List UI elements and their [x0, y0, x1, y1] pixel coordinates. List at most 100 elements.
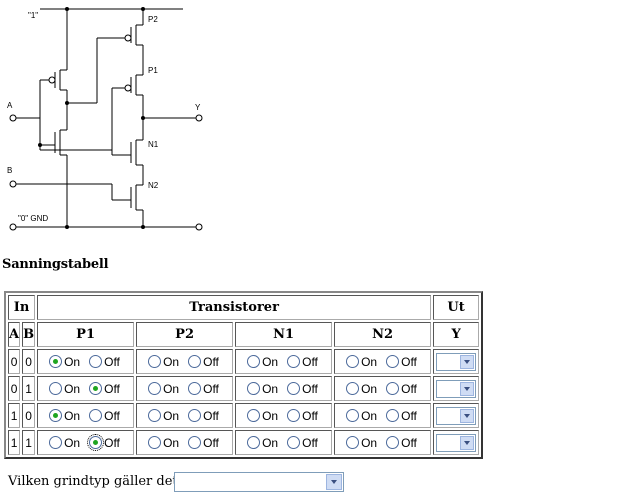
off-label: Off [104, 354, 120, 369]
output-y-cell [433, 349, 480, 374]
off-label: Off [104, 435, 120, 450]
input-b-label: B [7, 166, 12, 175]
on-radio[interactable] [49, 436, 63, 449]
transistor-state-p1: On Off [37, 403, 135, 428]
chevron-down-icon [460, 381, 475, 396]
transistor-state-n2: On Off [334, 430, 432, 455]
transistor-state-p2: On Off [136, 349, 234, 374]
col-n1-header: N1 [235, 322, 333, 347]
off-radio[interactable] [386, 355, 400, 368]
off-radio[interactable] [188, 355, 202, 368]
gate-type-select[interactable] [174, 472, 344, 492]
col-a-header: A [8, 322, 21, 347]
off-radio[interactable] [89, 382, 103, 395]
output-y-select[interactable] [436, 433, 477, 452]
col-n2-header: N2 [334, 322, 432, 347]
off-radio[interactable] [188, 436, 202, 449]
off-label: Off [302, 354, 318, 369]
on-label: On [361, 435, 378, 450]
on-radio[interactable] [247, 382, 261, 395]
n1-label: N1 [148, 140, 159, 149]
on-radio[interactable] [148, 436, 162, 449]
on-radio[interactable] [148, 355, 162, 368]
on-label: On [262, 381, 279, 396]
off-radio[interactable] [89, 409, 103, 422]
off-radio[interactable] [89, 355, 103, 368]
input-b-value: 1 [22, 430, 36, 455]
input-b-value: 0 [22, 349, 36, 374]
input-a-value: 0 [8, 349, 21, 374]
off-radio[interactable] [188, 409, 202, 422]
truth-table-heading: Sanningstabell [2, 257, 109, 272]
col-p2-header: P2 [136, 322, 234, 347]
on-radio[interactable] [346, 382, 360, 395]
on-radio[interactable] [346, 355, 360, 368]
off-label: Off [203, 408, 219, 423]
off-label: Off [104, 408, 120, 423]
vdd-label: "1" [28, 11, 38, 20]
group-in-header: In [8, 295, 36, 320]
on-radio[interactable] [346, 436, 360, 449]
p2-label: P2 [148, 15, 158, 24]
input-a-label: A [7, 101, 13, 110]
input-b-value: 1 [22, 376, 36, 401]
off-radio[interactable] [188, 382, 202, 395]
off-radio[interactable] [287, 436, 301, 449]
on-label: On [262, 354, 279, 369]
off-label: Off [302, 408, 318, 423]
on-radio[interactable] [346, 409, 360, 422]
on-radio[interactable] [148, 409, 162, 422]
on-radio[interactable] [49, 409, 63, 422]
off-radio[interactable] [287, 409, 301, 422]
on-label: On [361, 408, 378, 423]
output-y-select[interactable] [436, 379, 477, 398]
chevron-down-icon [460, 435, 475, 450]
on-radio[interactable] [247, 409, 261, 422]
gate-type-question: Vilken grindtyp gäller det? [8, 474, 185, 489]
off-radio[interactable] [386, 382, 400, 395]
off-label: Off [203, 354, 219, 369]
on-label: On [163, 408, 180, 423]
on-radio[interactable] [247, 436, 261, 449]
off-radio[interactable] [287, 382, 301, 395]
transistor-state-n1: On Off [235, 349, 333, 374]
on-label: On [64, 381, 81, 396]
off-label: Off [104, 381, 120, 396]
off-label: Off [401, 354, 417, 369]
off-label: Off [401, 381, 417, 396]
output-y-select[interactable] [436, 406, 477, 425]
input-a-value: 1 [8, 430, 21, 455]
on-radio[interactable] [49, 355, 63, 368]
off-label: Off [401, 435, 417, 450]
off-label: Off [302, 435, 318, 450]
on-radio[interactable] [247, 355, 261, 368]
output-y-cell [433, 376, 480, 401]
transistor-state-n2: On Off [334, 376, 432, 401]
off-radio[interactable] [87, 434, 105, 451]
on-label: On [64, 408, 81, 423]
off-radio[interactable] [287, 355, 301, 368]
input-a-value: 1 [8, 403, 21, 428]
input-a-value: 0 [8, 376, 21, 401]
on-label: On [262, 408, 279, 423]
transistor-state-p1: On Off [37, 376, 135, 401]
on-radio[interactable] [148, 382, 162, 395]
off-label: Off [401, 408, 417, 423]
col-b-header: B [22, 322, 36, 347]
off-radio[interactable] [386, 436, 400, 449]
output-y-cell [433, 403, 480, 428]
off-radio[interactable] [386, 409, 400, 422]
on-label: On [163, 435, 180, 450]
on-label: On [361, 381, 378, 396]
output-y-select[interactable] [436, 352, 477, 371]
on-radio[interactable] [49, 382, 63, 395]
on-label: On [163, 354, 180, 369]
